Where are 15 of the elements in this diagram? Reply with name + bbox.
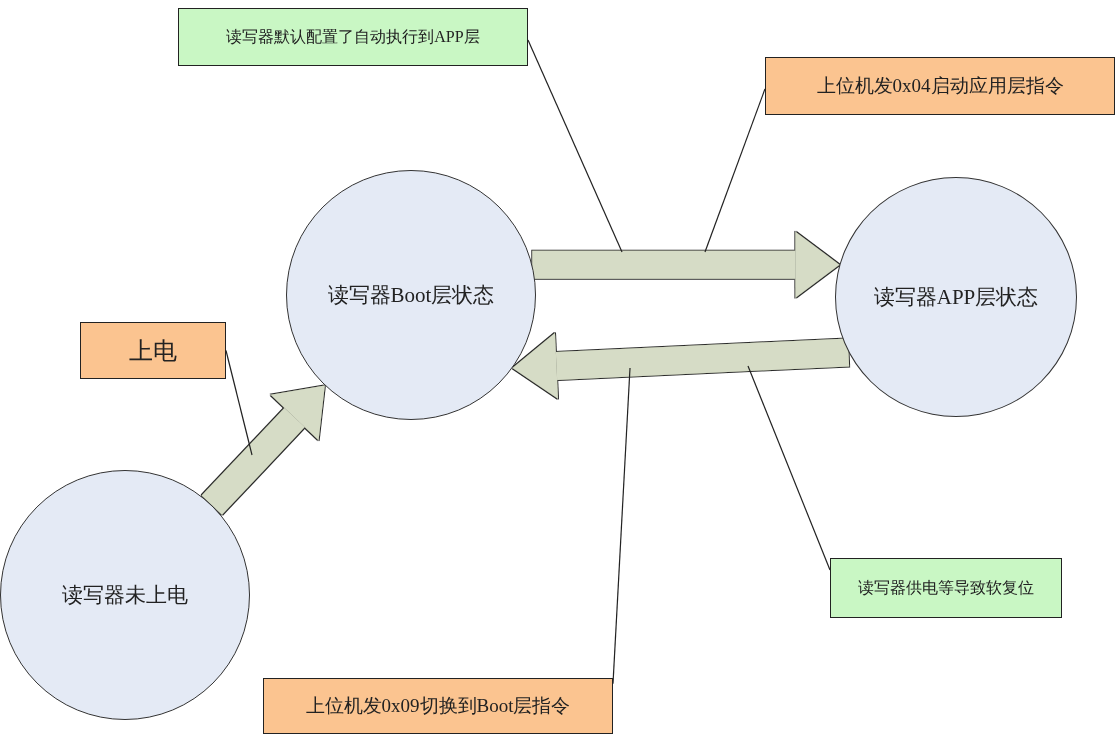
note-box: 上电	[80, 322, 226, 379]
note-box: 上位机发0x04启动应用层指令	[765, 57, 1115, 115]
block-arrow	[201, 385, 325, 515]
state-circle: 读写器APP层状态	[835, 177, 1077, 417]
note-box: 读写器默认配置了自动执行到APP层	[178, 8, 528, 66]
note-box: 上位机发0x09切换到Boot层指令	[263, 678, 613, 734]
leader-line	[527, 39, 623, 253]
leader-line	[225, 349, 253, 456]
leader-line	[747, 365, 831, 571]
state-circle: 读写器Boot层状态	[286, 170, 536, 420]
leader-line	[704, 88, 766, 253]
note-box: 读写器供电等导致软复位	[830, 558, 1062, 618]
block-arrow	[512, 332, 850, 399]
state-circle: 读写器未上电	[0, 470, 250, 720]
block-arrow	[532, 231, 840, 298]
